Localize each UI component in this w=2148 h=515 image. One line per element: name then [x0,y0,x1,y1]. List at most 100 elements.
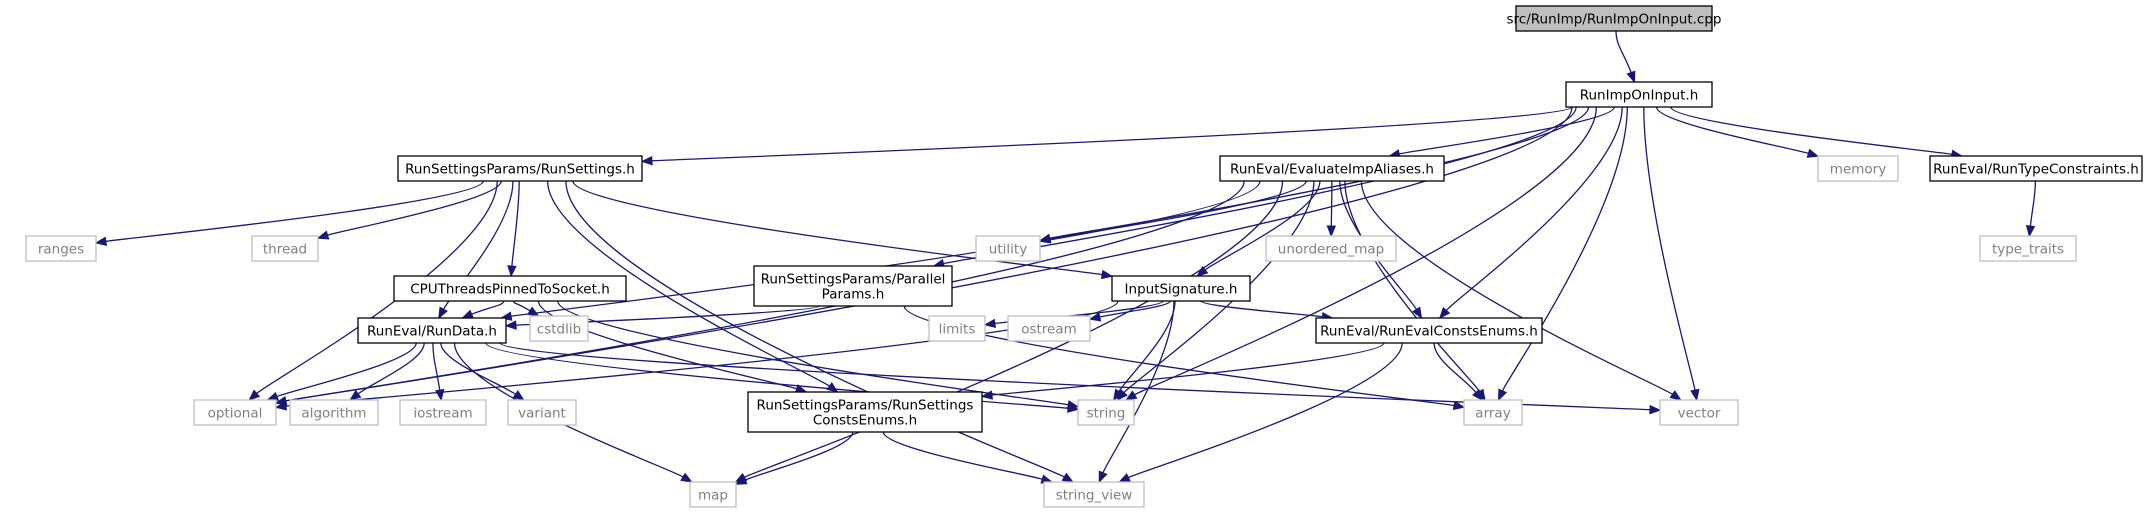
edge-line [1670,106,1953,155]
node-box [975,235,1041,262]
node-array: array [1463,399,1523,426]
node-box [928,315,986,342]
node-thread: thread [251,235,319,262]
edge-root-to-runimponinput [1615,30,1636,84]
edge-arrowhead [1118,473,1131,483]
edge-arrowhead [316,230,330,240]
node-typeconstraints[interactable]: RunEval/RunTypeConstraints.h [1929,155,2143,182]
edge-arrowhead [1326,225,1337,238]
node-label: type_traits [1992,242,2064,258]
node-label: algorithm [301,406,366,422]
edge-consts-to-rsconsts [980,342,1385,400]
edge-runimponinput-to-vector [1643,106,1700,402]
edge-arrowhead [2025,225,2036,238]
node-runsettings[interactable]: RunSettingsParams/RunSettings.h [397,155,643,182]
node-vector: vector [1659,399,1739,426]
edge-arrowhead [1067,403,1080,413]
edge-line [1501,106,1628,392]
node-rundata[interactable]: RunEval/RunData.h [357,317,507,344]
node-box [1817,155,1899,182]
edge-evalaliases-to-array [1344,180,1486,402]
node-label: RunSettingsParams/Parallel [761,272,946,288]
node-inputsig[interactable]: InputSignature.h [1111,275,1251,302]
edge-arrowhead [826,382,839,393]
node-box [357,317,507,344]
node-box [25,235,97,262]
edge-line [485,342,1069,409]
edge-line [1445,106,1623,311]
node-box [1219,155,1445,182]
node-algorithm: algorithm [289,399,379,426]
edge-arrowhead [1649,404,1662,415]
edge-arrowhead [1452,400,1466,411]
edge-cputhreads-to-cstdlib [513,300,540,317]
node-rsconsts[interactable]: RunSettingsParams/RunSettingsConstsEnums… [747,391,983,433]
node-label: RunSettingsParams/RunSettings [757,398,974,414]
node-box [1043,481,1145,508]
edge-line [994,300,1164,325]
edge-line [744,431,854,481]
edge-inputsig-to-ostream [1088,300,1172,322]
node-cputhreads[interactable]: CPUThreadsPinnedToSocket.h [393,275,627,302]
node-runimponinput[interactable]: RunImpOnInput.h [1565,81,1713,108]
node-label: limits [939,322,976,338]
edge-arrowhead [349,389,362,401]
edge-line [1643,106,1696,391]
node-label: ranges [38,242,84,258]
node-evalaliases[interactable]: RunEval/EvaluateImpAliases.h [1219,155,1445,182]
node-label: ConstsEnums.h [813,413,917,429]
edge-line [572,180,1103,276]
edge-arrowhead [434,388,445,402]
edge-runimponinput-to-string [1124,106,1598,401]
edge-line [105,180,484,242]
edge-rsconsts-to-string_view [882,431,1054,484]
edge-typeconstraints-to-type_traits [2025,180,2037,238]
edge-line [1330,180,1333,227]
edges-layer [94,30,2037,485]
edge-runsettings-to-inputsig [572,180,1114,280]
edge-arrowhead [1626,70,1636,84]
node-box [689,481,737,508]
node-box [1565,81,1713,108]
edge-evalaliases-to-inputsig [1196,180,1321,277]
node-label: string_view [1056,488,1133,504]
node-label: RunImpOnInput.h [1580,88,1699,104]
edge-line [1049,180,1307,240]
edge-arrowhead [1669,390,1682,401]
node-label: src/RunImp/RunImpOnInput.cpp [1507,12,1722,28]
node-label: RunSettingsParams/RunSettings.h [405,162,635,178]
edge-line [744,180,1284,478]
edge-line [276,342,417,398]
node-box [1463,399,1523,426]
edge-line [1344,180,1481,392]
edge-arrowhead [1196,265,1209,277]
node-label: RunEval/RunData.h [367,324,497,340]
node-type_traits: type_traits [1979,235,2077,262]
edge-line [1360,180,1673,395]
edge-inputsig-to-consts [1200,300,1334,322]
edge-arrowhead [527,306,540,317]
edge-arrowhead [680,472,693,483]
edge-line [1615,30,1632,73]
edge-line [440,342,516,395]
edge-runimponinput-to-typeconstraints [1670,106,1964,159]
edge-inputsig-to-string_view [1098,300,1175,484]
edge-line [285,180,1245,402]
edge-runsettings-to-optional [248,180,498,401]
edge-arrowhead [640,156,653,166]
edge-rundata-to-variant [440,342,525,401]
node-label: Params.h [822,287,885,303]
edge-arrowhead [266,391,280,401]
edge-arrowhead [1690,388,1700,402]
edge-line [357,342,425,395]
edge-line [499,342,1651,411]
node-box [399,399,487,426]
node-consts[interactable]: RunEval/RunEvalConstsEnums.h [1315,317,1543,344]
node-iostream: iostream [399,399,487,426]
node-label: RunEval/RunTypeConstraints.h [1933,162,2139,178]
edge-rundata-to-string [485,342,1080,413]
edge-arrowhead [980,390,993,400]
node-root[interactable]: src/RunImp/RunImpOnInput.cpp [1507,5,1722,32]
node-box [1007,315,1091,342]
